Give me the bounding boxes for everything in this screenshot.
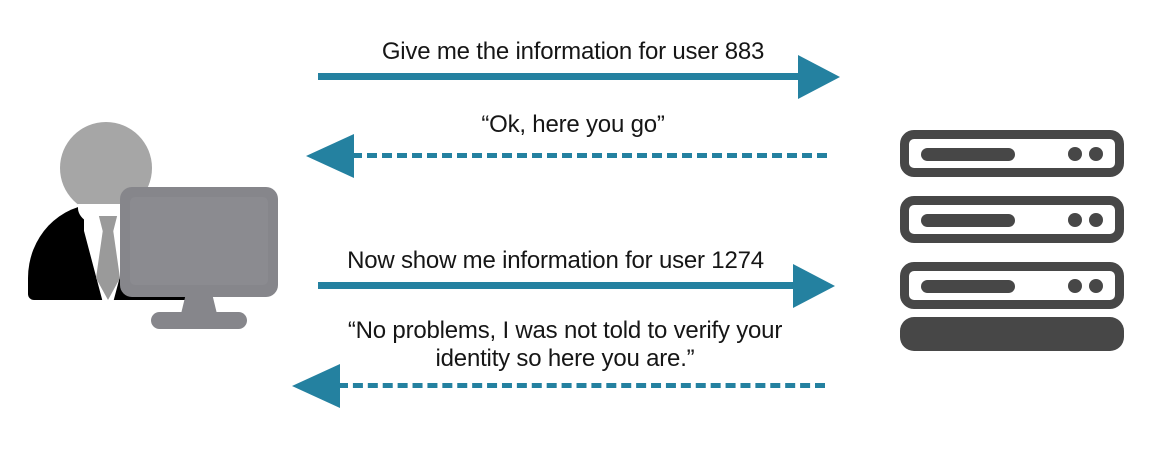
- arrow-left-icon: [292, 364, 340, 408]
- message-label-2: “Ok, here you go”: [481, 111, 665, 138]
- server-unit-leds: [1068, 279, 1103, 293]
- server-unit-bar-icon: [921, 148, 1015, 161]
- server-unit-2: [900, 196, 1124, 243]
- message-label-4: “No problems, I was not told to verify y…: [347, 317, 783, 372]
- server-led-icon: [1068, 213, 1082, 227]
- server-led-icon: [1089, 213, 1103, 227]
- server-unit-1: [900, 130, 1124, 177]
- server-base-unit: [900, 317, 1124, 351]
- server-unit-3: [900, 262, 1124, 309]
- client-user-icon: [20, 112, 295, 337]
- monitor-base-icon: [151, 312, 247, 329]
- arrow-right-icon: [798, 55, 840, 99]
- arrow-line-4: [338, 383, 825, 388]
- arrow-line-1: [318, 73, 803, 80]
- arrow-left-icon: [306, 134, 354, 178]
- server-unit-leds: [1068, 147, 1103, 161]
- server-led-icon: [1089, 147, 1103, 161]
- server-led-icon: [1089, 279, 1103, 293]
- arrow-right-icon: [793, 264, 835, 308]
- arrow-line-2: [352, 153, 827, 158]
- server-led-icon: [1068, 279, 1082, 293]
- arrow-line-3: [318, 282, 798, 289]
- server-unit-bar-icon: [921, 280, 1015, 293]
- server-rack-icon: [900, 130, 1124, 351]
- message-label-3: Now show me information for user 1274: [347, 247, 764, 274]
- message-label-1: Give me the information for user 883: [381, 38, 765, 65]
- server-led-icon: [1068, 147, 1082, 161]
- monitor-screen-icon: [130, 197, 268, 285]
- server-unit-bar-icon: [921, 214, 1015, 227]
- server-unit-leds: [1068, 213, 1103, 227]
